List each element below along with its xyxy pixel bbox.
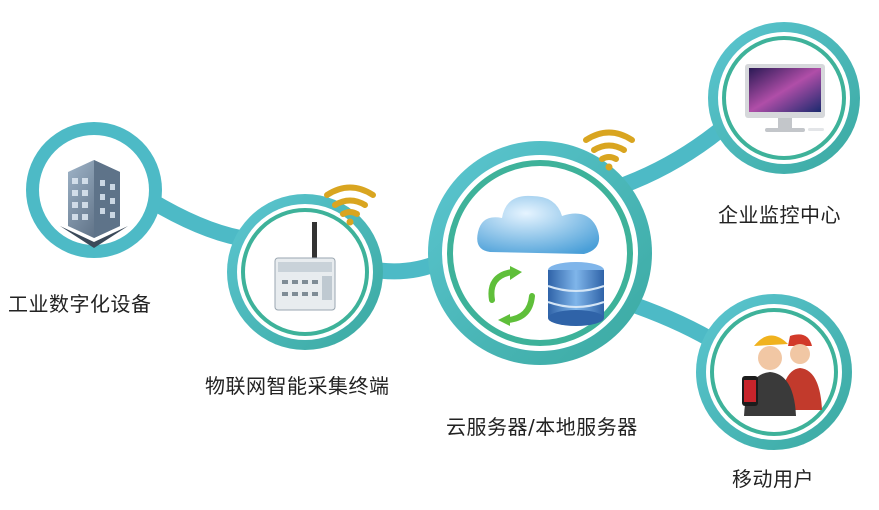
node-monitor [708, 22, 860, 174]
connector-industrial-terminal [142, 192, 248, 246]
mobile-workers-icon [742, 334, 822, 416]
node-terminal [227, 184, 383, 350]
label-monitor: 企业监控中心 [718, 203, 841, 227]
wifi-signal-icon [583, 129, 635, 171]
sync-arrows-icon [488, 269, 535, 323]
label-industrial: 工业数字化设备 [8, 292, 152, 316]
label-terminal: 物联网智能采集终端 [205, 374, 390, 398]
office-building-icon [60, 160, 128, 248]
wifi-signal-icon [324, 184, 376, 226]
node-industrial [26, 122, 162, 258]
node-server [428, 129, 652, 365]
cloud-database-icon [477, 195, 605, 326]
iot-gateway-device-icon [274, 222, 336, 311]
label-mobile: 移动用户 [732, 467, 814, 491]
desktop-computer-icon [745, 64, 825, 132]
label-server: 云服务器/本地服务器 [446, 415, 638, 439]
node-mobile [696, 294, 852, 450]
